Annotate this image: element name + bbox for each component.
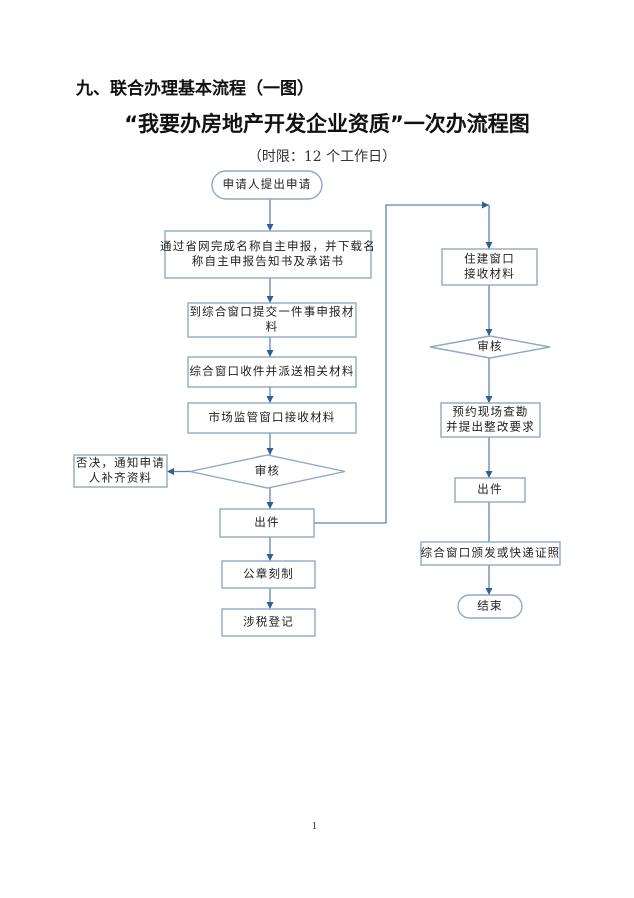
process-box xyxy=(441,248,538,286)
arrow-head xyxy=(266,448,274,455)
page-number: 1 xyxy=(312,821,317,832)
node-issue-housing: 出件 xyxy=(454,477,526,503)
edge-online-declare-to-submit-window xyxy=(266,278,274,303)
process-box xyxy=(187,402,357,434)
node-label: 综合窗口收件并派送相关材料 xyxy=(189,364,354,378)
node-start: 申请人提出申请 xyxy=(211,170,323,200)
node-label: 通过省网完成名称自主申报，并下载名 xyxy=(160,239,376,253)
node-seal: 公章刻制 xyxy=(221,560,316,589)
time-limit-subtitle: （时限：12 个工作日） xyxy=(247,149,397,165)
process-box xyxy=(73,454,168,488)
node-label: 人补齐资料 xyxy=(89,471,153,485)
node-label: 接收材料 xyxy=(464,267,515,281)
arrow-head xyxy=(266,296,274,303)
node-review-market: 审核 xyxy=(189,454,346,489)
edges-layer xyxy=(167,199,493,609)
node-label: 料 xyxy=(266,320,279,334)
node-certificate: 综合窗口颁发或快递证照 xyxy=(420,541,561,566)
process-box xyxy=(440,402,541,438)
node-issue-market: 出件 xyxy=(219,508,315,538)
node-label: 出件 xyxy=(254,515,279,529)
edge-dispatch-to-market-receive xyxy=(266,387,274,403)
arrow-head xyxy=(485,396,493,403)
edge-market-receive-to-review xyxy=(266,433,274,455)
process-box xyxy=(221,608,316,637)
node-label: 住建窗口 xyxy=(464,252,515,266)
arrow-head xyxy=(266,554,274,561)
arrow-head xyxy=(485,242,493,249)
terminal-shape xyxy=(211,170,323,200)
node-label: 并提出整改要求 xyxy=(446,420,535,434)
edge-seal-to-tax xyxy=(266,588,274,609)
node-label: 涉税登记 xyxy=(243,615,294,629)
edge-review-to-reject xyxy=(167,468,190,475)
arrow-head xyxy=(266,502,274,509)
node-label: 否决，通知申请 xyxy=(76,456,165,470)
arrow-head xyxy=(266,602,274,609)
node-label: 审核 xyxy=(255,464,280,478)
arrow-head xyxy=(485,588,493,595)
node-dispatch: 综合窗口收件并派送相关材料 xyxy=(187,356,357,388)
node-review-housing: 审核 xyxy=(429,335,551,359)
node-label: 到综合窗口提交一件事申报材 xyxy=(189,305,354,319)
process-box xyxy=(219,508,315,538)
node-label: 审核 xyxy=(477,339,502,353)
nodes-layer: 申请人提出申请通过省网完成名称自主申报，并下载名称自主申报告知书及承诺书到综合窗… xyxy=(73,170,561,637)
edge-issue-to-housing-connector xyxy=(314,201,489,524)
edge-line xyxy=(314,204,489,524)
edge-issue-to-seal xyxy=(266,537,274,561)
node-label: 市场监管窗口接收材料 xyxy=(209,410,336,424)
arrow-head xyxy=(266,396,274,403)
node-label: 结束 xyxy=(477,599,502,613)
process-box xyxy=(187,302,357,338)
process-box xyxy=(164,230,372,279)
node-label: 公章刻制 xyxy=(243,567,294,581)
arrow-head xyxy=(485,471,493,478)
arrow-head xyxy=(266,350,274,357)
node-label: 出件 xyxy=(477,482,502,496)
edge-inspection-to-issue xyxy=(485,437,493,478)
node-market-receive: 市场监管窗口接收材料 xyxy=(187,402,357,434)
node-label: 称自主申报告知书及承诺书 xyxy=(192,254,344,268)
edge-start-to-online-declare xyxy=(266,199,274,231)
node-end: 结束 xyxy=(457,594,523,619)
node-label: 预约现场查勘 xyxy=(452,405,528,419)
edge-connector-to-housing-receive xyxy=(485,205,493,249)
arrow-head xyxy=(266,224,274,231)
process-box xyxy=(420,541,561,566)
terminal-shape xyxy=(457,594,523,619)
decision-diamond xyxy=(429,335,551,359)
section-heading: 九、联合办理基本流程（一图） xyxy=(76,79,314,99)
edge-housing-receive-to-review xyxy=(485,285,493,336)
arrow-head xyxy=(485,329,493,336)
page-title: “我要办房地产开发企业资质”一次办流程图 xyxy=(124,112,530,136)
arrow-head xyxy=(167,468,174,475)
edge-review-to-issue xyxy=(266,488,274,509)
arrow-head xyxy=(482,201,489,209)
node-tax: 涉税登记 xyxy=(221,608,316,637)
node-label: 申请人提出申请 xyxy=(223,177,312,191)
process-box xyxy=(187,356,357,388)
node-label: 综合窗口颁发或快递证照 xyxy=(421,546,561,560)
edge-submit-window-to-dispatch xyxy=(266,337,274,357)
edge-review-to-inspection xyxy=(485,358,493,403)
process-box xyxy=(221,560,316,589)
process-box xyxy=(454,477,526,503)
decision-diamond xyxy=(189,454,346,489)
edge-certificate-to-end xyxy=(485,565,493,595)
